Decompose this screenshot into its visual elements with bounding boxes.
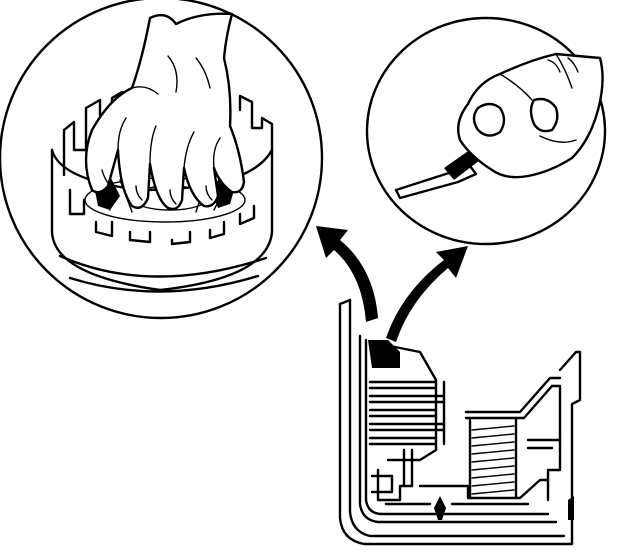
detail-circle-right-outline (365, 16, 607, 246)
callout-arrow-right (386, 246, 468, 342)
clutch-assembly-cross-section (338, 298, 582, 546)
callout-arrow-left (316, 226, 378, 322)
detail-circle-right (365, 16, 607, 246)
clutch-plate-stack (368, 380, 446, 446)
detail-circle-left-outline (0, 0, 324, 320)
hand-holding-feeler-gauge (457, 52, 604, 179)
hand-pressing-retainer (84, 12, 246, 211)
return-spring (464, 376, 562, 500)
detail-circle-left (0, 0, 324, 320)
